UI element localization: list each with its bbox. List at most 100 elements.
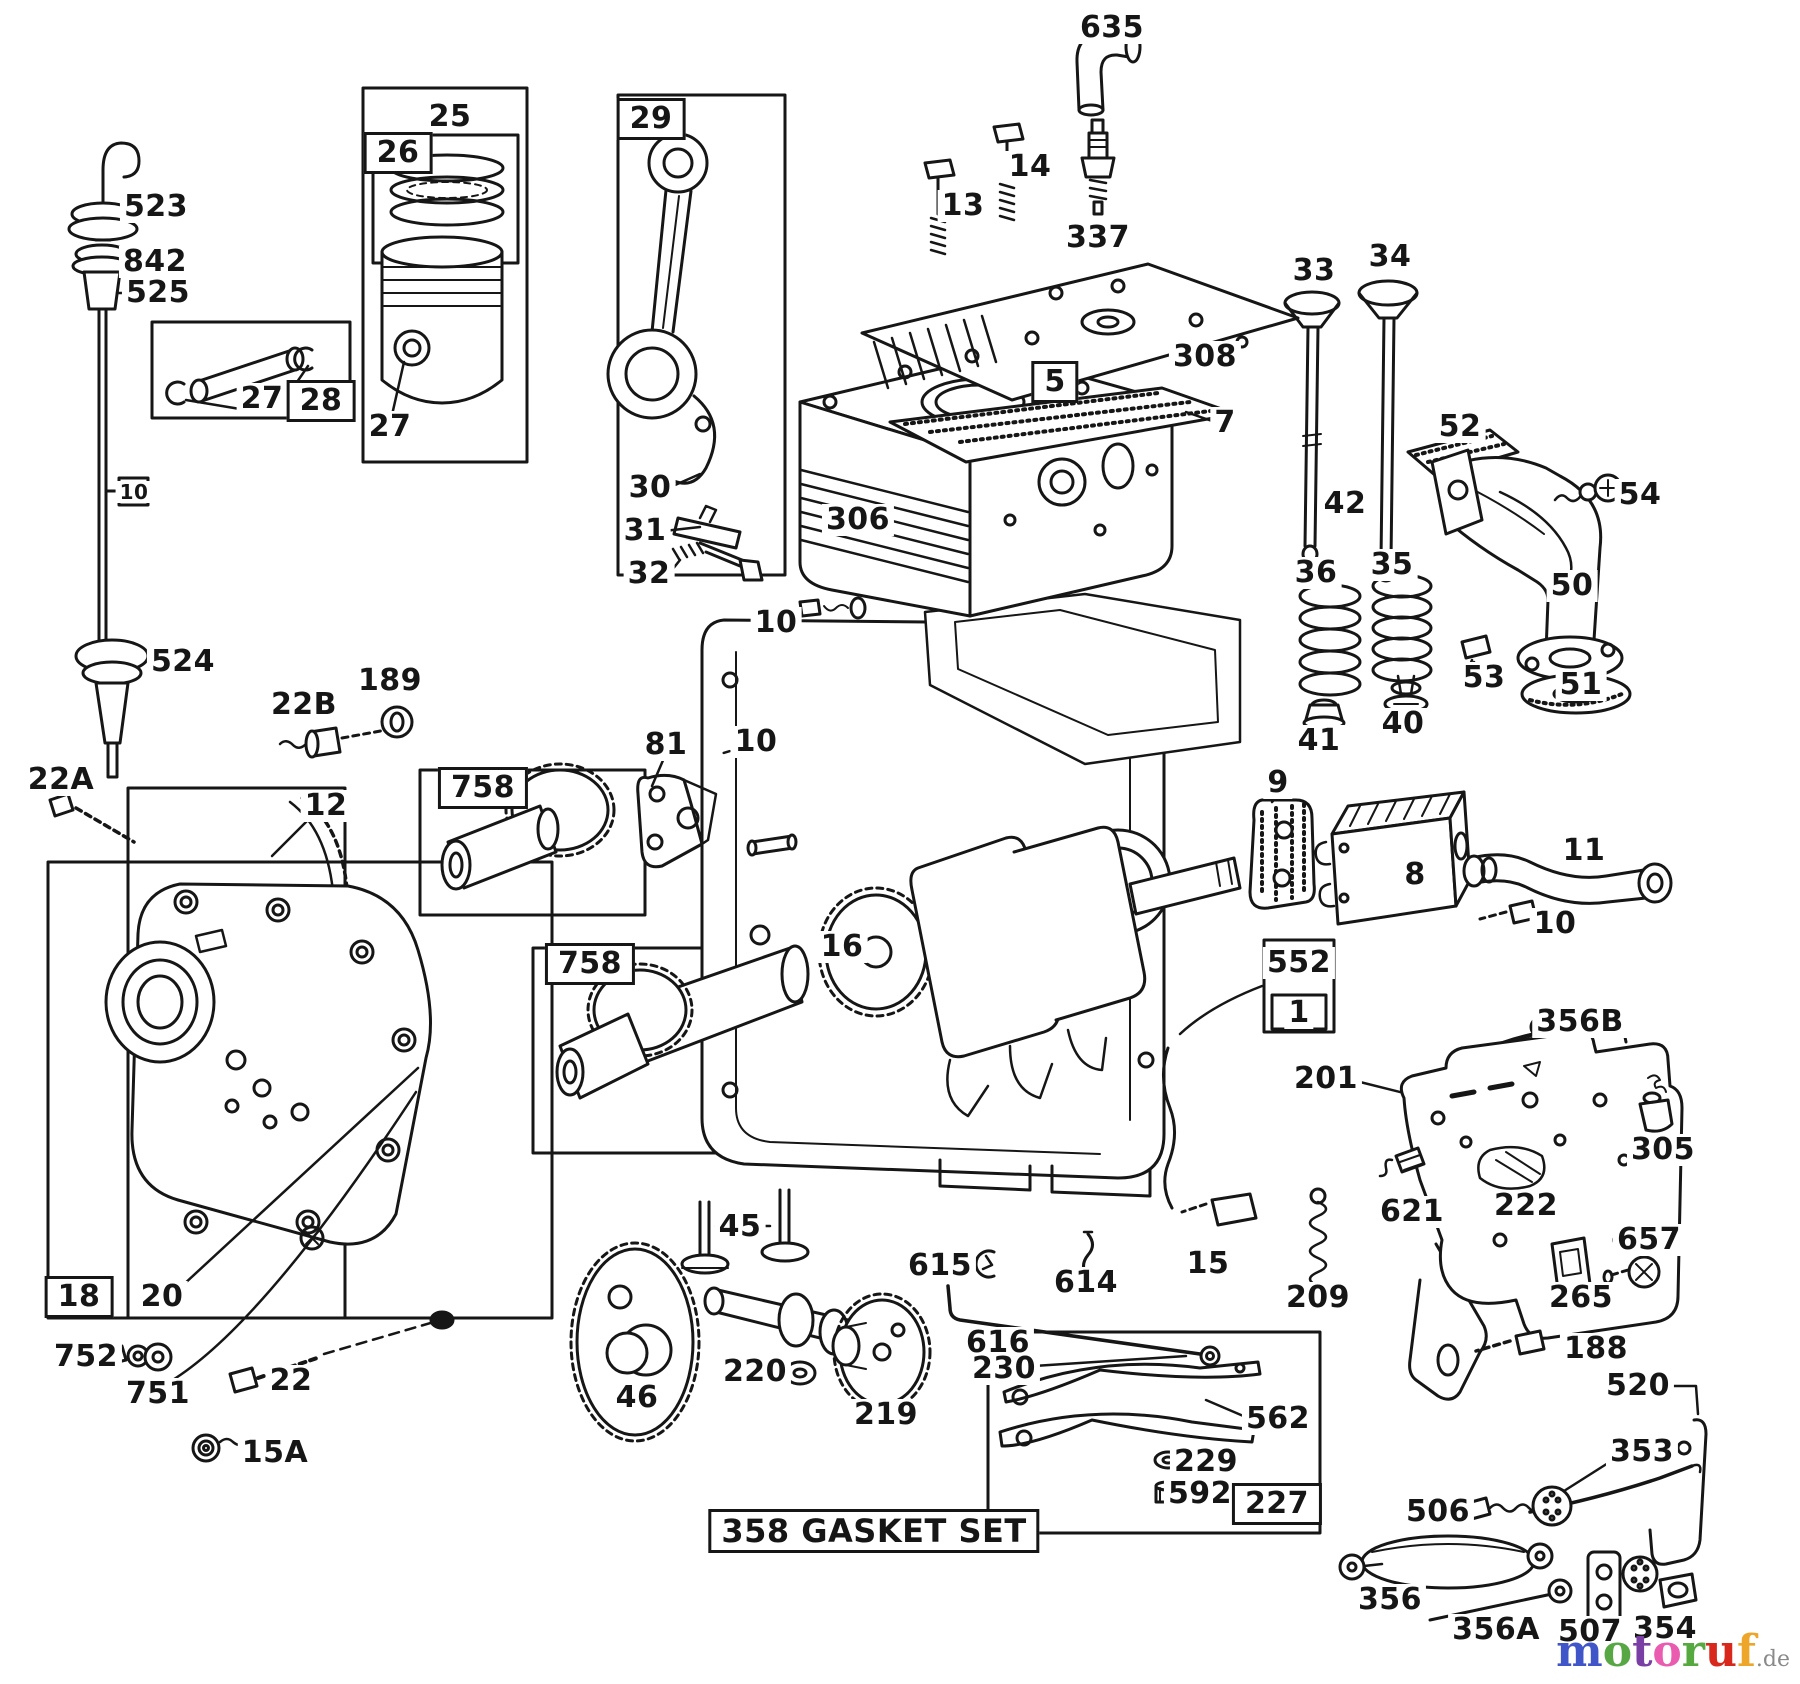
part-label-31: 31	[619, 515, 671, 547]
part-label-507: 507	[1553, 1616, 1627, 1648]
part-label-308: 308	[1168, 341, 1242, 373]
part-label-525: 525	[121, 277, 195, 309]
part-label-46: 46	[611, 1382, 663, 1414]
part-label-758: 758	[544, 943, 636, 985]
part-label-5: 5	[1031, 361, 1079, 403]
part-label-201: 201	[1289, 1063, 1363, 1095]
part-label-219: 219	[849, 1399, 923, 1431]
part-label-306: 306	[821, 504, 895, 536]
part-label-592: 592	[1163, 1478, 1237, 1510]
piston-box	[361, 86, 529, 464]
part-label-22a: 22A	[23, 764, 99, 796]
part-label-227: 227	[1231, 1483, 1323, 1525]
connecting-rod-box	[616, 93, 787, 577]
part-label-188: 188	[1559, 1333, 1633, 1365]
part-label-32: 32	[623, 558, 675, 590]
part-label-28: 28	[286, 380, 356, 422]
part-label-356b: 356B	[1532, 1006, 1628, 1038]
part-label-13: 13	[937, 190, 989, 222]
part-label-30: 30	[624, 472, 676, 504]
part-label-265: 265	[1544, 1282, 1618, 1314]
control-bracket-drawing	[1378, 1010, 1684, 1401]
breather-drawing	[1248, 790, 1673, 926]
part-label-1: 1	[1284, 997, 1314, 1029]
part-label-36: 36	[1290, 557, 1342, 589]
part-label-20: 20	[136, 1281, 188, 1313]
motoruf-logo[interactable]: motoruf.de	[1556, 1630, 1790, 1674]
part-label-751: 751	[121, 1378, 195, 1410]
part-label-11: 11	[1558, 835, 1610, 867]
part-label-27: 27	[364, 411, 416, 443]
spark-plug-drawing	[1075, 30, 1142, 216]
part-label-15: 15	[1182, 1248, 1234, 1280]
part-label-35: 35	[1366, 549, 1418, 581]
part-label-657: 657	[1612, 1224, 1686, 1256]
logo-letter: f	[1736, 1626, 1756, 1677]
part-label-562: 562	[1241, 1403, 1315, 1435]
part-label-354: 354	[1628, 1613, 1702, 1645]
part-label-22: 22	[265, 1365, 317, 1397]
part-label-9: 9	[1263, 767, 1293, 799]
logo-letter: t	[1632, 1626, 1653, 1677]
part-label-337: 337	[1061, 222, 1135, 254]
part-label-842: 842	[118, 246, 192, 278]
crankshaft-drawing	[604, 825, 1242, 1118]
part-label-758: 758	[437, 767, 529, 809]
part-label-615: 615	[903, 1250, 977, 1282]
part-label-621: 621	[1375, 1196, 1449, 1228]
logo-letter: u	[1704, 1626, 1737, 1677]
part-label-524: 524	[146, 646, 220, 678]
part-label-356a: 356A	[1448, 1614, 1544, 1646]
part-label-52: 52	[1434, 411, 1486, 443]
part-label-220: 220	[718, 1356, 792, 1388]
part-label-7: 7	[1210, 407, 1240, 439]
part-label-230: 230	[967, 1353, 1041, 1385]
part-label-616: 616	[961, 1327, 1035, 1359]
part-label-12: 12	[300, 790, 352, 822]
part-label-41: 41	[1293, 725, 1345, 757]
part-label-635: 635	[1075, 12, 1149, 44]
part-label-54: 54	[1614, 479, 1666, 511]
part-label-51: 51	[1555, 669, 1607, 701]
part-label-353: 353	[1605, 1436, 1679, 1468]
part-label-42: 42	[1319, 488, 1371, 520]
piston-pin-box	[150, 320, 352, 420]
logo-letter: o	[1652, 1626, 1682, 1677]
control-lever-box	[986, 1330, 1322, 1535]
throttle-linkage-drawing	[1338, 1384, 1708, 1624]
part-label-29: 29	[616, 98, 686, 140]
part-label-506: 506	[1401, 1496, 1475, 1528]
part-label-8: 8	[1400, 859, 1430, 891]
oil-slinger-drawing	[440, 762, 694, 1100]
part-label-53: 53	[1458, 662, 1510, 694]
part-label-33: 33	[1288, 255, 1340, 287]
part-label-50: 50	[1546, 570, 1598, 602]
logo-letter: r	[1681, 1626, 1705, 1677]
camshaft-drawing	[569, 1188, 1221, 1443]
part-label-10: 10	[730, 726, 782, 758]
part-label-552: 552	[1262, 947, 1336, 979]
part-label-189: 189	[353, 665, 427, 697]
part-label-16: 16	[816, 931, 868, 963]
part-label-40: 40	[1377, 708, 1429, 740]
part-label-10: 10	[750, 607, 802, 639]
connecting-rod-drawing	[606, 132, 764, 582]
part-label-18: 18	[44, 1276, 114, 1318]
part-label-305: 305	[1626, 1134, 1700, 1166]
part-label-15a: 15A	[237, 1437, 313, 1469]
part-label-81: 81	[640, 729, 692, 761]
part-label-523: 523	[119, 191, 193, 223]
part-label-26: 26	[363, 132, 433, 174]
part-label-356: 356	[1353, 1584, 1427, 1616]
motoruf-logo-letters: motoruf	[1556, 1626, 1756, 1677]
valve-train-drawing	[1283, 279, 1433, 731]
label-1-box	[1270, 993, 1328, 1031]
part-label-27: 27	[236, 383, 288, 415]
part-label-14: 14	[1004, 151, 1056, 183]
part-label-358-gasket-set: 358 GASKET SET	[708, 1509, 1040, 1553]
part-label-222: 222	[1489, 1190, 1563, 1222]
part-label-614: 614	[1049, 1267, 1123, 1299]
